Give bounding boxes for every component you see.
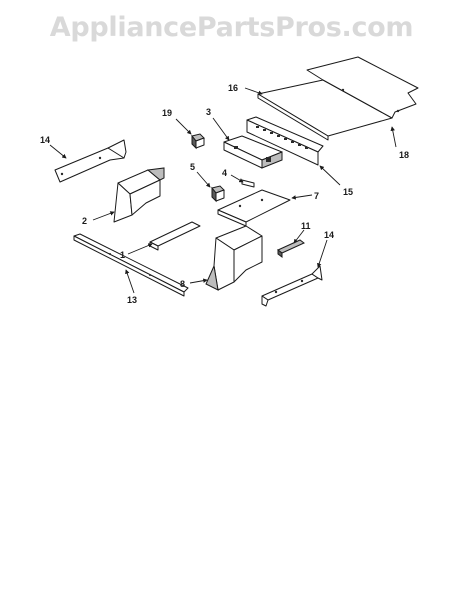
- callout-15: 15: [343, 187, 353, 197]
- part-18-rear-cover[interactable]: [306, 56, 419, 119]
- callout-14-right: 14: [324, 230, 334, 240]
- callout-1: 1: [120, 250, 125, 260]
- part-13-front-rail[interactable]: [73, 233, 189, 297]
- callout-7: 7: [314, 191, 319, 201]
- part-3-terminal-housing[interactable]: [223, 135, 283, 169]
- part-14-left-bracket[interactable]: [54, 139, 127, 183]
- callout-2: 2: [82, 216, 87, 226]
- part-19-switch[interactable]: [191, 133, 205, 150]
- part-14-right-bracket[interactable]: [261, 265, 323, 307]
- part-15-vented-rail[interactable]: [246, 116, 324, 166]
- callout-19: 19: [162, 108, 172, 118]
- callout-18: 18: [399, 150, 409, 160]
- part-7-mounting-plate[interactable]: [217, 189, 291, 227]
- part-1-strip[interactable]: [149, 221, 201, 251]
- leader-lines: [49, 87, 397, 294]
- part-11-terminal-strip[interactable]: [277, 239, 305, 258]
- callout-16: 16: [228, 83, 238, 93]
- callout-3: 3: [206, 107, 211, 117]
- watermark-logo: AppliancePartsPros.com: [49, 12, 414, 43]
- part-2-air-duct[interactable]: [113, 167, 165, 223]
- part-8-bracket[interactable]: [205, 225, 263, 291]
- callout-14-left: 14: [40, 135, 50, 145]
- callout-8: 8: [180, 279, 185, 289]
- callout-13: 13: [127, 295, 137, 305]
- callout-11: 11: [301, 221, 311, 231]
- callout-4: 4: [222, 168, 227, 178]
- part-5-switch[interactable]: [211, 185, 225, 203]
- part-4-pin[interactable]: [241, 179, 255, 188]
- callout-5: 5: [190, 162, 195, 172]
